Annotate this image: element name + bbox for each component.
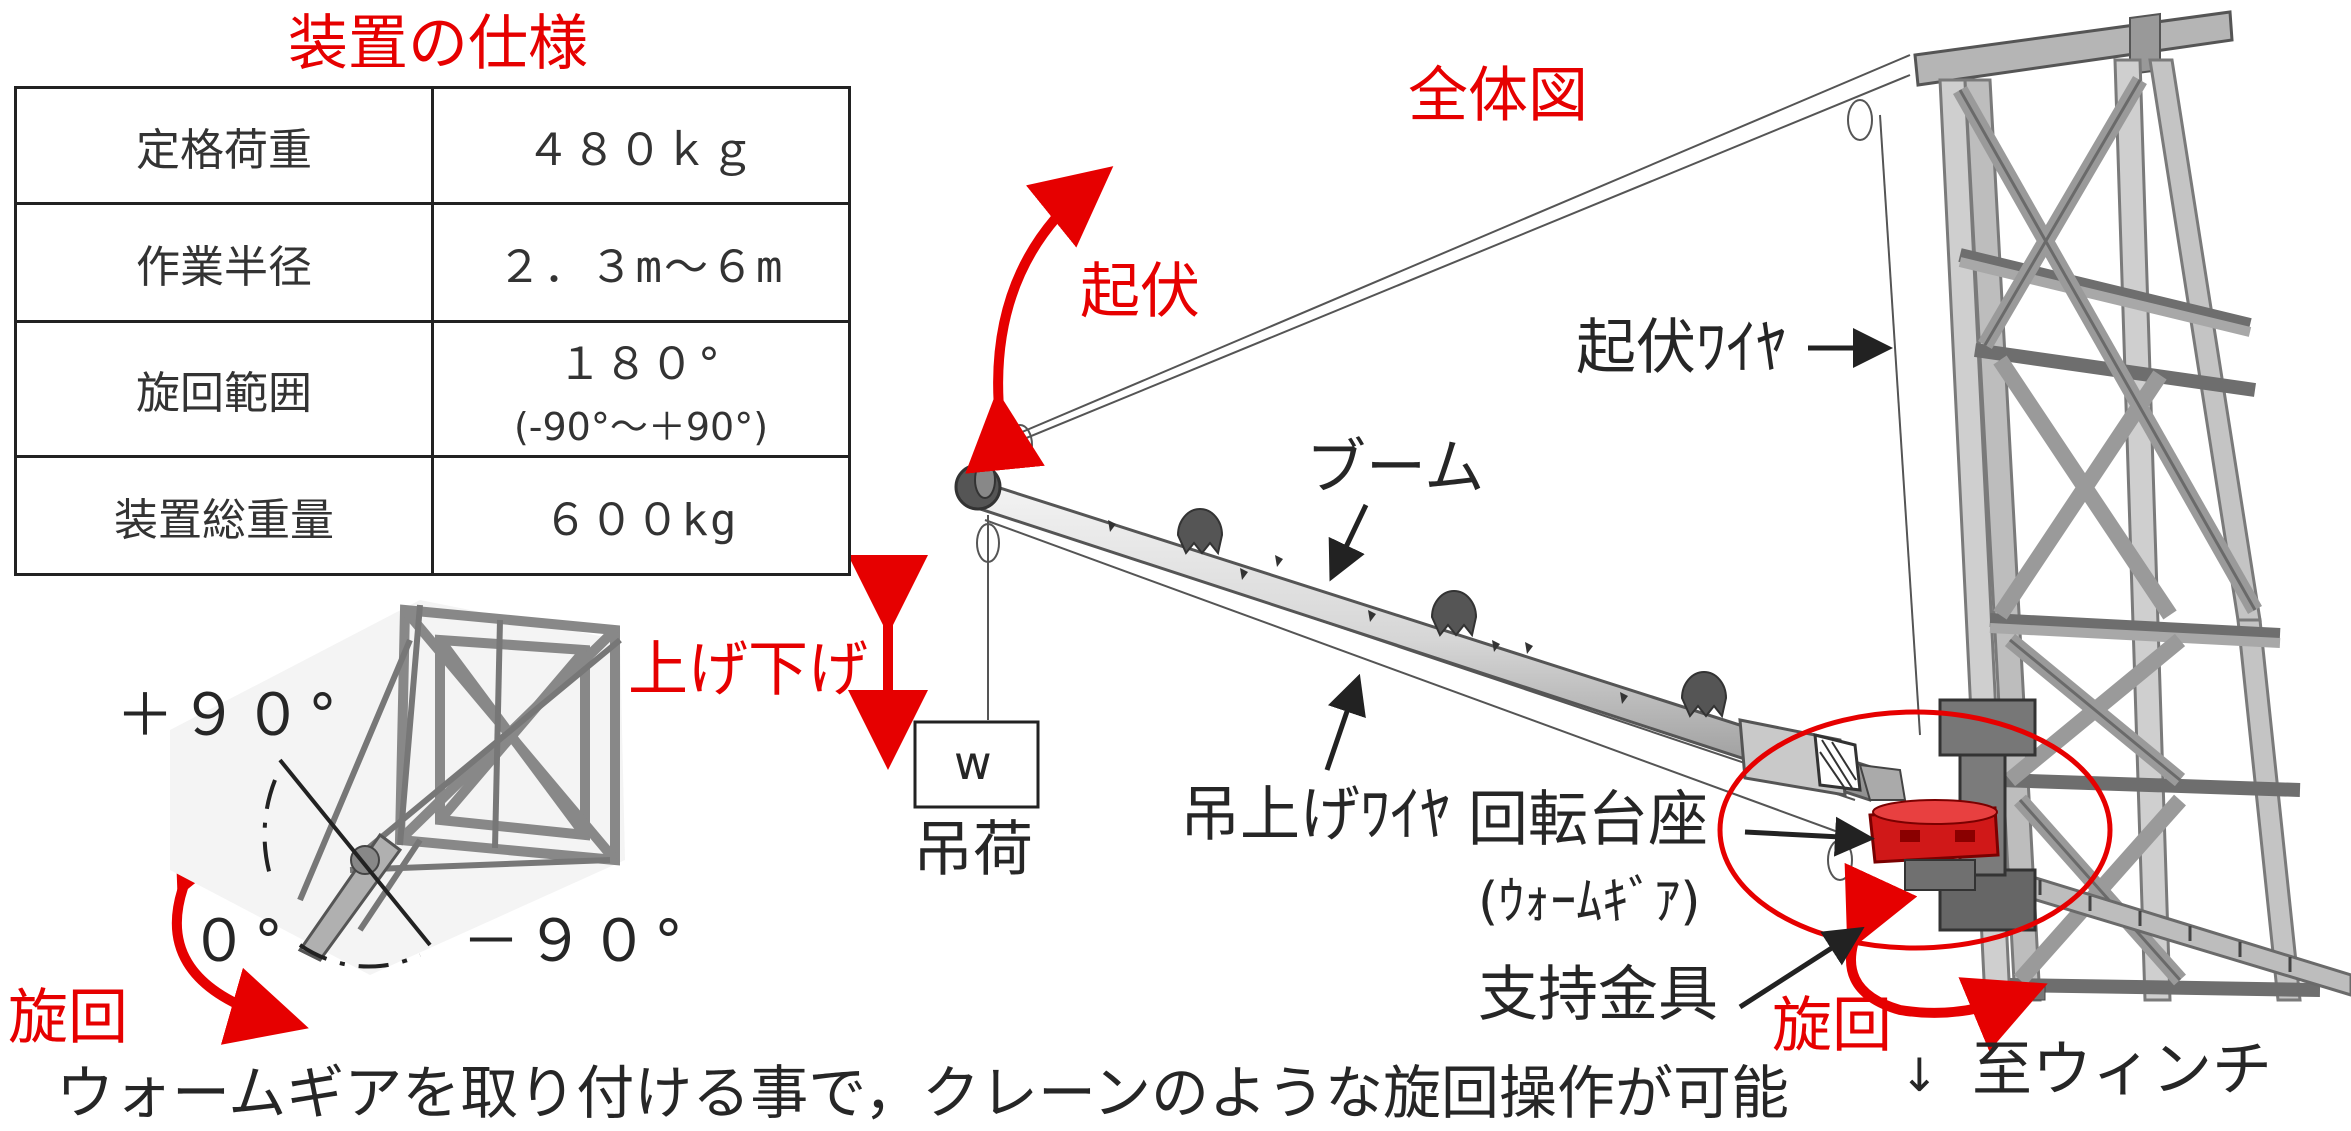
spec-value-cell: １８０° (-90°～＋90°) — [431, 320, 851, 458]
boom-label: ブーム — [1306, 433, 1485, 503]
overall-view-label: 全体図 — [1408, 61, 1588, 131]
support-bracket-label: 支持金具 — [1478, 960, 1718, 1030]
spec-value: ２．３m～６m — [431, 202, 851, 323]
spec-value: １８０° — [557, 338, 725, 390]
spec-row: 装置総重量 ６００kg — [14, 455, 851, 576]
luffing-wire — [984, 54, 1921, 736]
angle-minus90-label: －９０° — [462, 907, 690, 975]
slewing-arrow-left — [171, 807, 309, 1045]
spec-table-title: 装置の仕様 — [288, 9, 588, 79]
pointer-arrows — [1324, 328, 1893, 1010]
spec-label: 定格荷重 — [14, 86, 434, 205]
slewing-label-left: 旋回 — [8, 983, 128, 1053]
luffing-arrow — [965, 166, 1114, 474]
spec-row: 定格荷重 ４８０ｋｇ — [14, 86, 851, 205]
slewing-range-guide — [262, 758, 432, 969]
spec-value: ４８０ｋｇ — [431, 86, 851, 205]
spec-row: 作業半径 ２．３m～６m — [14, 202, 851, 323]
spec-label: 旋回範囲 — [14, 320, 434, 458]
suspended-load-label: 吊荷 — [913, 815, 1033, 885]
spec-table: 定格荷重 ４８０ｋｇ 作業半径 ２．３m～６m 旋回範囲 １８０° (-90°～… — [14, 86, 851, 576]
to-winch-label: 至ウィンチ — [1972, 1035, 2272, 1105]
weight-symbol: w — [954, 736, 992, 790]
luffing-label: 起伏 — [1080, 257, 1200, 327]
raise-lower-label: 上げ下げ — [628, 635, 868, 705]
spec-row: 旋回範囲 １８０° (-90°～＋90°) — [14, 320, 851, 458]
down-arrow-icon: ↓ — [1900, 1048, 1939, 1102]
spec-label: 作業半径 — [14, 202, 434, 323]
luffing-wire-label: 起伏ﾜｲﾔ — [1576, 313, 1786, 383]
load-box — [913, 720, 1040, 809]
spec-label: 装置総重量 — [14, 455, 434, 576]
worm-gear-label: (ｳｫｰﾑｷﾞｱ) — [1478, 872, 1701, 932]
slewing-label-right: 旋回 — [1772, 991, 1892, 1061]
caption: ウォームギアを取り付ける事で，クレーンのような旋回操作が可能 — [56, 1059, 1790, 1127]
angle-plus90-label: ＋９０° — [116, 681, 344, 749]
boom — [954, 461, 1907, 802]
spec-value: ６００kg — [431, 455, 851, 576]
top-view-structure — [170, 600, 625, 975]
hoist-wire-label: 吊上げﾜｲﾔ — [1180, 780, 1450, 850]
angle-zero-label: ０° — [190, 907, 290, 975]
turntable-label: 回転台座 — [1468, 785, 1708, 855]
spec-value-sub: (-90°～＋90°) — [513, 404, 769, 449]
